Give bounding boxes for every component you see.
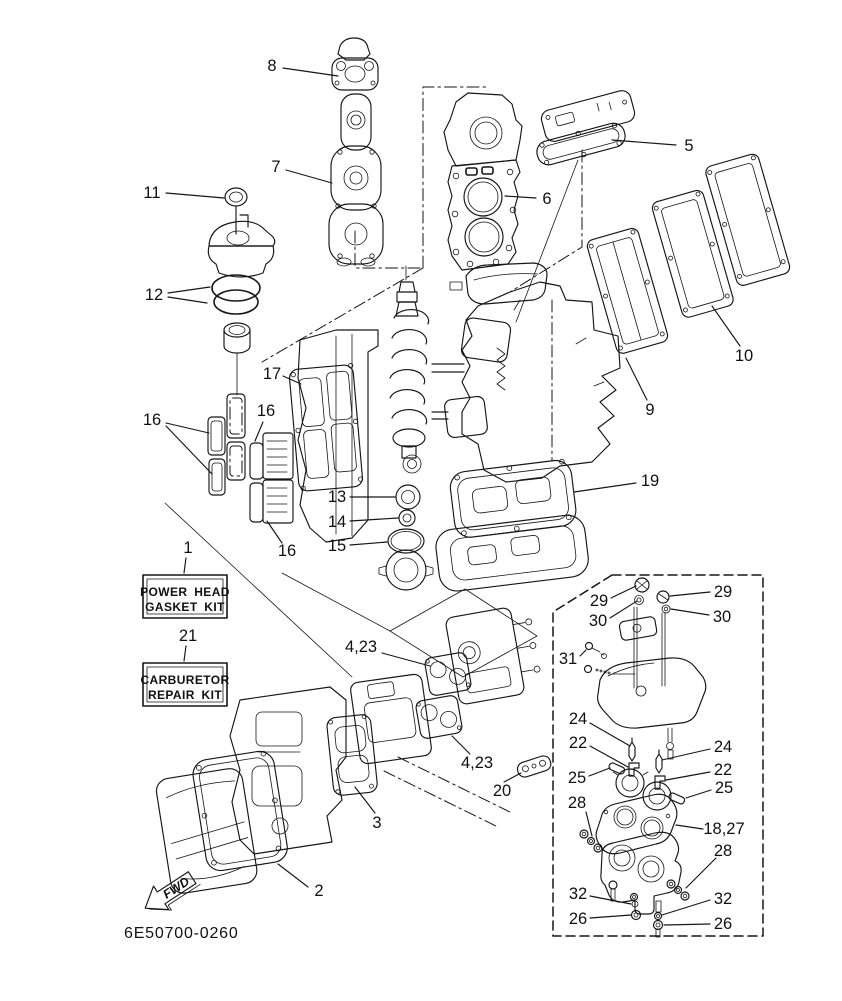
callout-29-right: 29 bbox=[714, 583, 732, 601]
callout-30-left: 30 bbox=[589, 612, 607, 630]
callout-2: 2 bbox=[314, 882, 323, 900]
crankcase-and-crankshaft bbox=[297, 262, 621, 543]
part-10-outer-plate bbox=[705, 153, 791, 286]
callout-9: 9 bbox=[645, 401, 654, 419]
callout-6: 6 bbox=[542, 190, 551, 208]
callout-5: 5 bbox=[684, 137, 693, 155]
callout-25-right: 25 bbox=[715, 779, 733, 797]
part-4-23-gasket-upper bbox=[424, 652, 472, 696]
callout-16-mid: 16 bbox=[257, 402, 275, 420]
silencer-cover bbox=[155, 768, 258, 894]
carburetor-body-lower bbox=[350, 673, 432, 765]
exhaust-guide-block bbox=[435, 514, 589, 592]
part-9-inner-plate bbox=[586, 227, 669, 354]
carburetor-repair-kit-label: CARBURETOR REPAIR KIT bbox=[140, 662, 229, 707]
drawing-number: 6E50700-0260 bbox=[124, 925, 239, 942]
carburetor-body-upper bbox=[445, 607, 541, 705]
callout-1: 1 bbox=[183, 539, 192, 557]
part-11-oil-seal bbox=[224, 187, 248, 207]
callout-14: 14 bbox=[328, 513, 346, 531]
callout-26-left: 26 bbox=[569, 910, 587, 928]
callout-18-27: 18,27 bbox=[703, 820, 744, 838]
carburetor-detail-boundary bbox=[552, 574, 764, 937]
carburetor-kit-line2: REPAIR KIT bbox=[148, 688, 222, 702]
part-5-cover-and-gasket bbox=[536, 90, 636, 166]
callout-7: 7 bbox=[271, 158, 280, 176]
power-head-kit-line1: POWER HEAD bbox=[140, 585, 230, 599]
callout-labels: 8 7 11 12 6 5 10 9 17 16 16 16 13 14 15 … bbox=[143, 57, 753, 933]
part-7-head-cover-stack bbox=[328, 93, 384, 267]
carburetor-kit-line1: CARBURETOR bbox=[140, 673, 229, 687]
parts-13-14-15-seals bbox=[378, 484, 434, 591]
callout-13: 13 bbox=[328, 488, 346, 506]
power-head-kit-line2: GASKET KIT bbox=[145, 600, 225, 614]
intake-assembly bbox=[229, 686, 347, 855]
callout-8: 8 bbox=[267, 57, 276, 75]
callout-3: 3 bbox=[372, 814, 381, 832]
callout-15: 15 bbox=[328, 537, 346, 555]
callout-10: 10 bbox=[735, 347, 753, 365]
fwd-arrow-icon: FWD bbox=[144, 871, 201, 911]
bearing-housing bbox=[207, 206, 276, 278]
callout-24-right: 24 bbox=[714, 738, 732, 756]
callout-21: 21 bbox=[179, 627, 197, 645]
part-9-mid-plate bbox=[651, 189, 734, 318]
callout-25-left: 25 bbox=[568, 769, 586, 787]
callout-4-23-lower: 4,23 bbox=[461, 754, 493, 772]
callout-11: 11 bbox=[143, 184, 160, 202]
callout-32-right: 32 bbox=[714, 890, 732, 908]
callout-16-bottom: 16 bbox=[278, 542, 296, 560]
power-head-gasket-kit-label: POWER HEAD GASKET KIT bbox=[140, 574, 230, 619]
callout-16-left: 16 bbox=[143, 411, 161, 429]
callout-20: 20 bbox=[493, 782, 511, 800]
callout-22-right: 22 bbox=[714, 761, 732, 779]
carburetor-detail bbox=[579, 577, 707, 938]
part-8-mount-gasket bbox=[331, 37, 379, 91]
part-3-intake-gasket bbox=[326, 714, 378, 796]
callout-12: 12 bbox=[145, 286, 163, 304]
callout-4-23-upper: 4,23 bbox=[345, 638, 377, 656]
callout-26-right: 26 bbox=[714, 915, 732, 933]
callout-32-left: 32 bbox=[569, 885, 587, 903]
part-6-cylinder-head-gasket bbox=[443, 92, 523, 271]
callout-leader-lines bbox=[165, 67, 741, 926]
callout-19: 19 bbox=[641, 472, 659, 490]
part-4-23-gasket-lower bbox=[415, 695, 463, 739]
callout-28-left: 28 bbox=[568, 794, 586, 812]
part-12-o-ring-band bbox=[211, 274, 261, 315]
callout-31: 31 bbox=[559, 650, 577, 668]
part-16-gasket-group bbox=[207, 393, 294, 524]
callout-28-right: 28 bbox=[714, 842, 732, 860]
part-2-silencer-gasket bbox=[192, 750, 288, 872]
spacer-sleeve bbox=[223, 322, 251, 396]
callout-24-left: 24 bbox=[569, 710, 587, 728]
callout-30-right: 30 bbox=[713, 608, 731, 626]
fwd-arrow-label: FWD bbox=[160, 874, 192, 901]
callout-22-left: 22 bbox=[569, 734, 587, 752]
callout-29-left: 29 bbox=[590, 592, 608, 610]
callout-17: 17 bbox=[263, 365, 281, 383]
part-20-plate-washer bbox=[516, 755, 552, 778]
part-17-side-gasket bbox=[288, 363, 364, 492]
